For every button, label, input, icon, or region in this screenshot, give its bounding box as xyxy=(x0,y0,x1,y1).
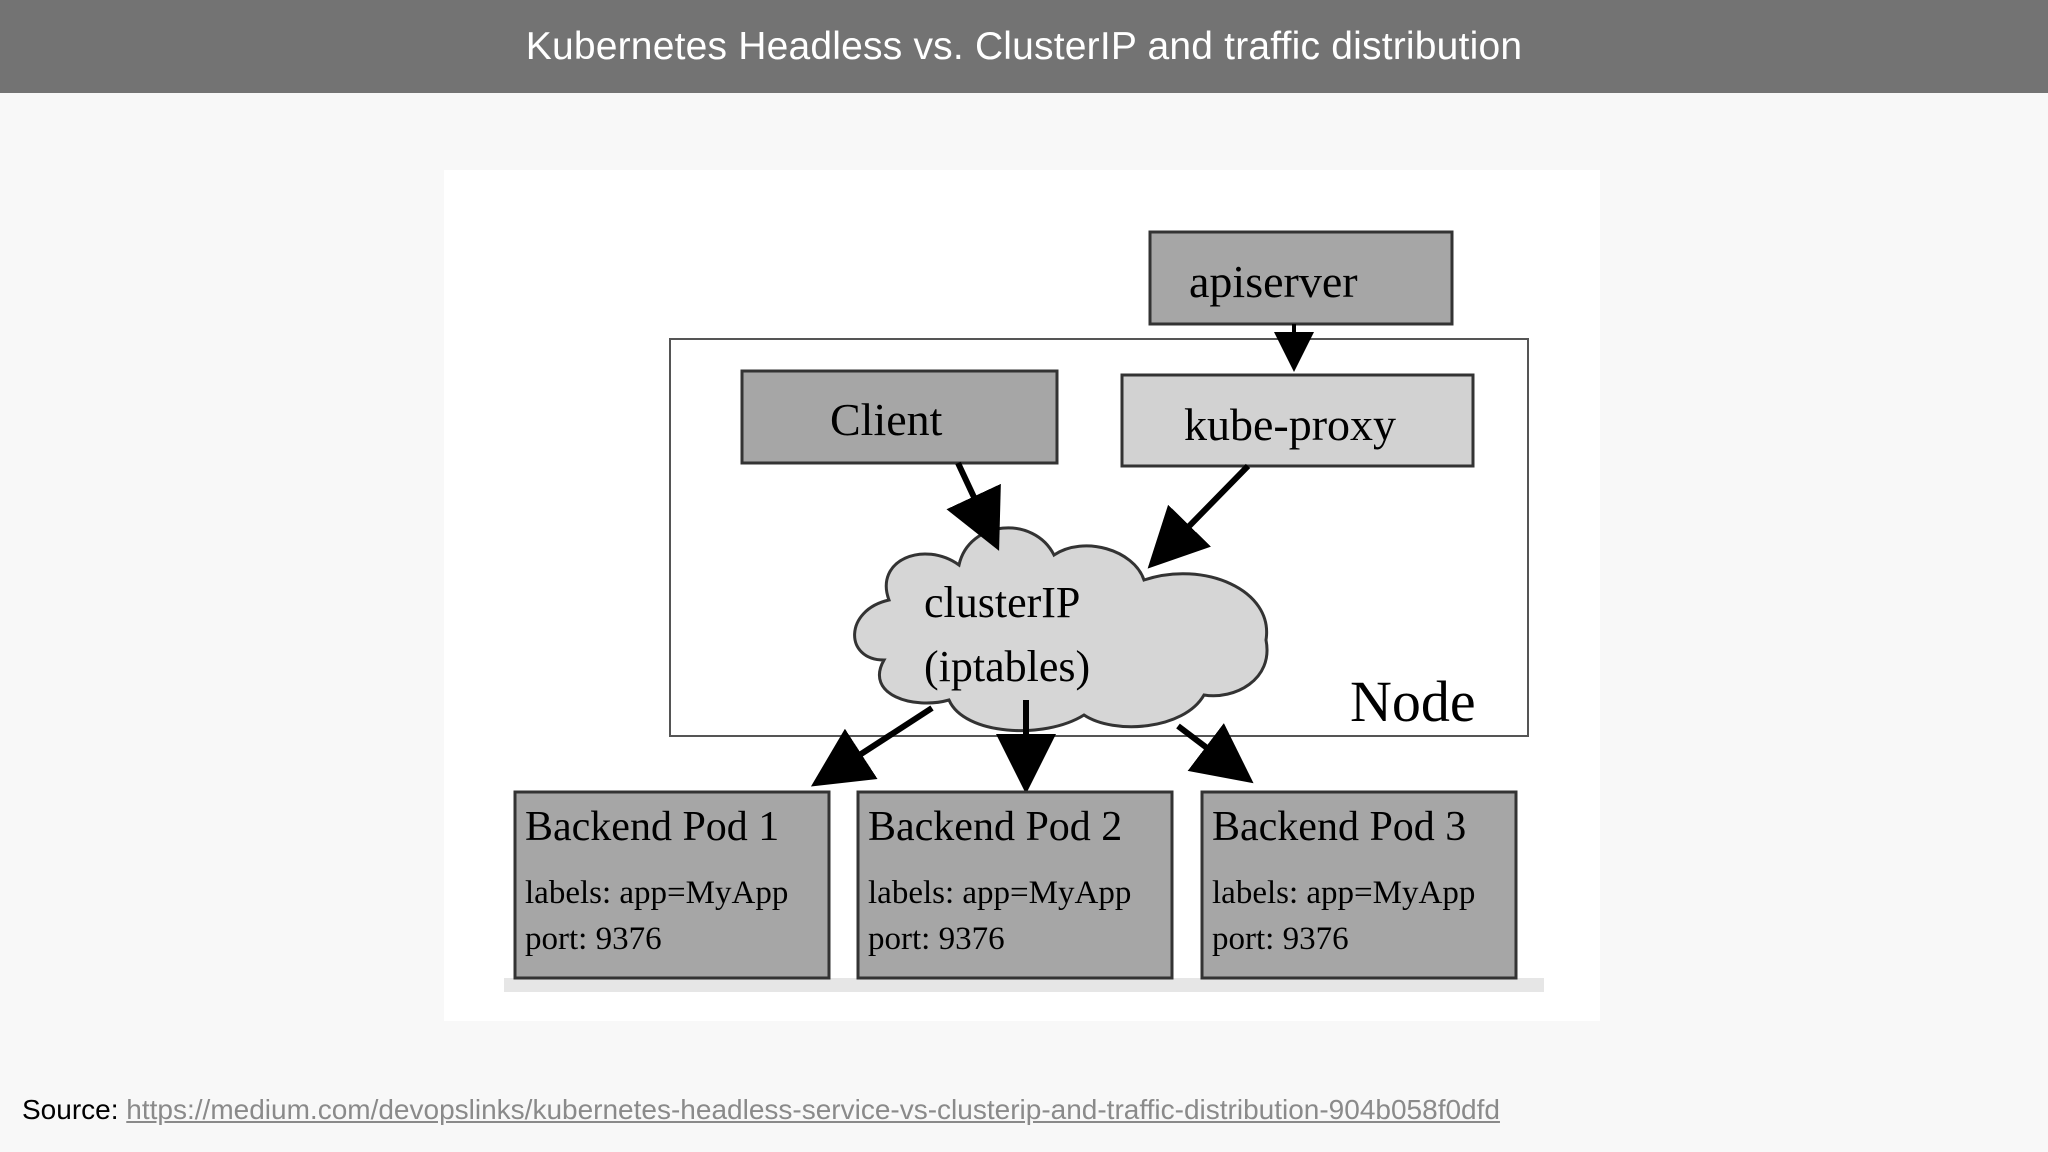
arrow-client-clusterip xyxy=(946,461,1001,551)
node-boundary xyxy=(669,338,1529,737)
pods-shadow xyxy=(504,978,1544,992)
source-line: Source: https://medium.com/devopslinks/k… xyxy=(22,1094,1500,1126)
kube-proxy-label: kube-proxy xyxy=(1184,399,1396,450)
pod-3-port: port: 9376 xyxy=(1212,921,1349,957)
pod-3-labels: labels: app=MyApp xyxy=(1212,875,1475,911)
pod-1-labels: labels: app=MyApp xyxy=(525,875,788,911)
kube-proxy-box xyxy=(1120,373,1475,468)
pod-1-title: Backend Pod 1 xyxy=(525,804,779,850)
apiserver-label: apiserver xyxy=(1189,256,1358,307)
client-label: Client xyxy=(830,394,943,445)
clusterip-cloud xyxy=(853,526,1269,733)
backend-pod-3: Backend Pod 3 labels: app=MyApp port: 93… xyxy=(1200,790,1518,980)
pod-2-port: port: 9376 xyxy=(868,921,1005,957)
title-bar: Kubernetes Headless vs. ClusterIP and tr… xyxy=(0,0,2048,93)
clusterip-label: clusterIP xyxy=(924,578,1080,627)
pod-3-title: Backend Pod 3 xyxy=(1212,804,1466,850)
backend-pod-1: Backend Pod 1 labels: app=MyApp port: 93… xyxy=(513,790,831,980)
diagram-figure: Node apiserver Client kube-proxy cluster… xyxy=(444,170,1600,1021)
arrow-kubeproxy-clusterip xyxy=(1147,463,1251,569)
arrow-clusterip-pod3 xyxy=(1176,723,1254,784)
arrow-clusterip-pod1 xyxy=(810,705,934,787)
page-title: Kubernetes Headless vs. ClusterIP and tr… xyxy=(525,24,1523,68)
iptables-label: (iptables) xyxy=(924,642,1090,691)
backend-pod-2: Backend Pod 2 labels: app=MyApp port: 93… xyxy=(856,790,1174,980)
diagram-canvas: Node apiserver Client kube-proxy cluster… xyxy=(504,230,1544,992)
pod-2-title: Backend Pod 2 xyxy=(868,804,1122,850)
node-label: Node xyxy=(1350,669,1476,734)
source-label: Source: xyxy=(22,1094,119,1125)
pod-1-port: port: 9376 xyxy=(525,921,662,957)
client-box xyxy=(740,369,1059,465)
source-link[interactable]: https://medium.com/devopslinks/kubernete… xyxy=(126,1094,1500,1125)
pod-2-labels: labels: app=MyApp xyxy=(868,875,1131,911)
apiserver-box xyxy=(1148,230,1454,326)
